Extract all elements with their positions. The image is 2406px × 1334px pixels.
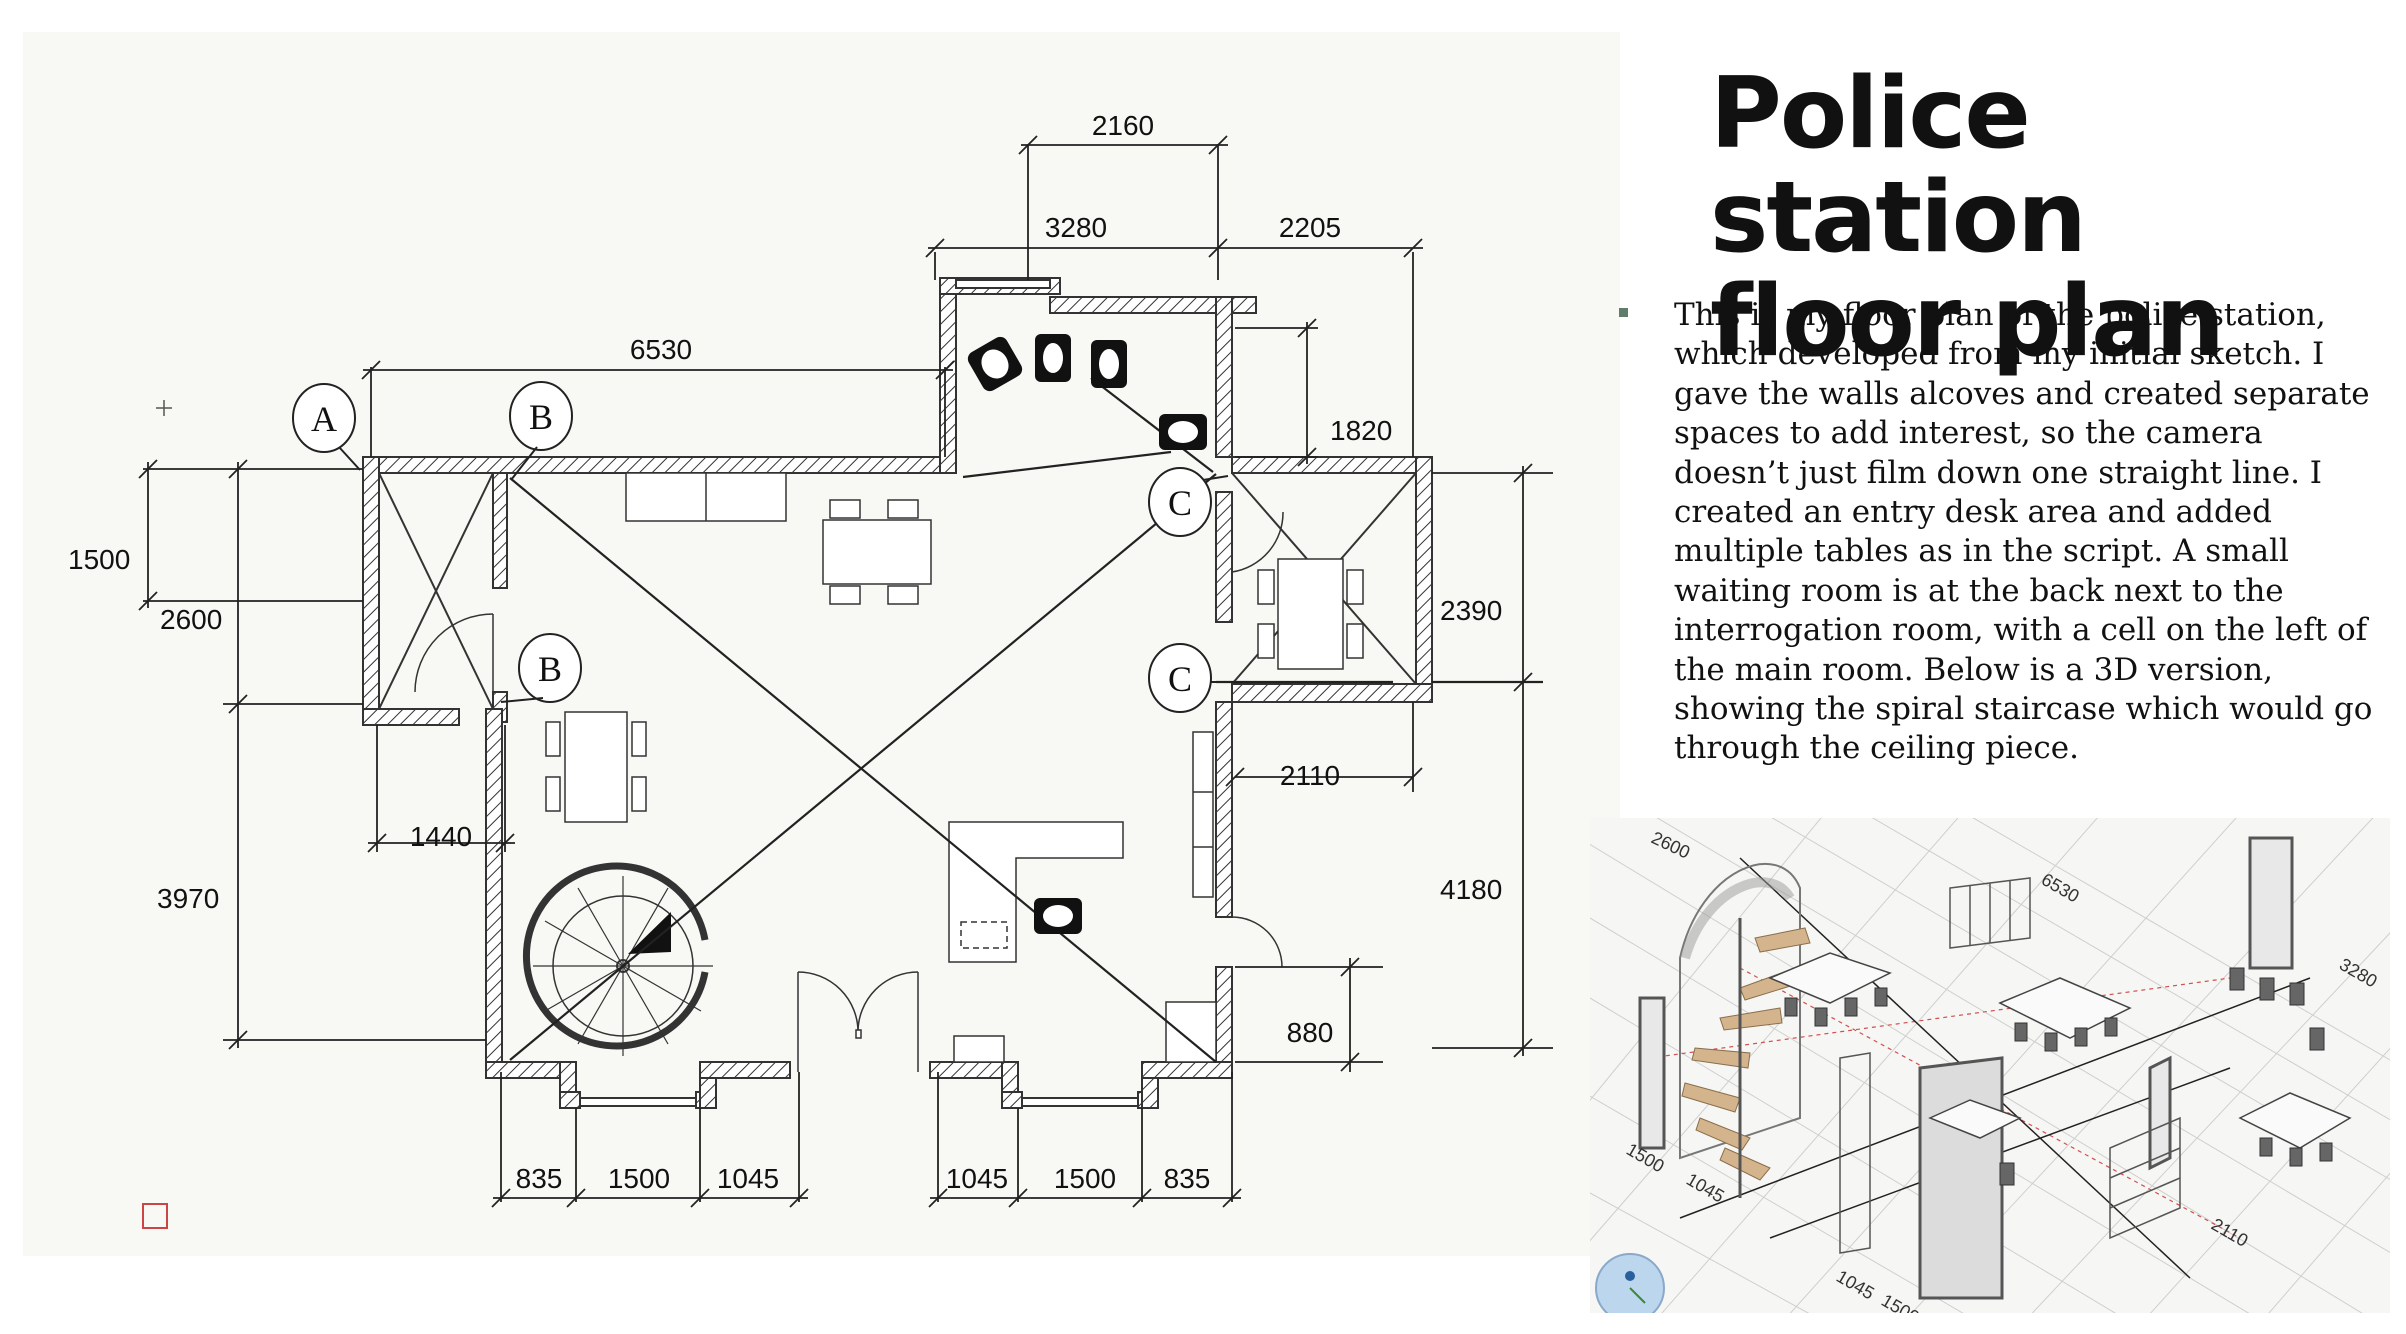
bullet-marker [1619, 308, 1628, 317]
render-tables [1768, 952, 2352, 1149]
title-line-2: floor plan [1710, 265, 2225, 379]
camera-icons [967, 334, 1207, 934]
floor-plan-panel: A B B C C [23, 32, 1620, 1256]
camera-icon [1091, 340, 1127, 388]
camera-icon [1034, 898, 1082, 934]
dim-1820: 1820 [1330, 415, 1392, 446]
camera-icon [1159, 414, 1207, 450]
dim-bottom-1045-left: 1045 [717, 1163, 779, 1194]
dim-bottom-835-left: 835 [516, 1163, 563, 1194]
slide-title: Police station floor plan [1710, 62, 2390, 374]
camera-label-c-top: C [1168, 483, 1192, 523]
dim-4180: 4180 [1440, 874, 1502, 905]
dim-bottom-835-right: 835 [1164, 1163, 1211, 1194]
render-shelves [1839, 877, 2181, 1254]
render-dim-2600: 2600 [1648, 827, 1693, 862]
dim-6530: 6530 [630, 334, 692, 365]
crosshair-marker [156, 400, 172, 416]
dim-2110: 2110 [1280, 760, 1340, 791]
dim-3280: 3280 [1045, 212, 1107, 243]
dim-3970: 3970 [157, 883, 219, 914]
render-dim-1500b: 1500 [1878, 1290, 1923, 1313]
dim-bottom-1045-right: 1045 [946, 1163, 1008, 1194]
dim-1500-left: 1500 [68, 544, 130, 575]
render-3d-drawing: 2600 6530 3280 1500 1045 1045 1500 2110 [1590, 818, 2390, 1313]
render-dim-2110: 2110 [2208, 1214, 2252, 1251]
furniture [545, 472, 1364, 1063]
spiral-staircase [522, 862, 713, 1056]
title-line-1: Police station [1710, 57, 2087, 275]
camera-icon [967, 336, 1023, 392]
camera-label-a: A [311, 399, 337, 439]
doors [414, 511, 1284, 1072]
render-frames [1638, 836, 2294, 1300]
dim-2205: 2205 [1279, 212, 1341, 243]
render-spiral-staircase [1679, 862, 1811, 1198]
windows [579, 279, 1139, 1107]
dim-2600: 2600 [160, 604, 222, 635]
render-dim-6530: 6530 [2038, 869, 2083, 906]
camera-position-labels [292, 381, 1229, 713]
description-text: This is my floor plan of the police stat… [1674, 297, 2373, 767]
dim-bottom-1500-right: 1500 [1054, 1163, 1116, 1194]
render-dim-3280: 3280 [2336, 954, 2381, 991]
dim-880: 880 [1287, 1017, 1334, 1048]
walls [362, 277, 1433, 1109]
camera-label-b-top: B [529, 397, 553, 437]
camera-label-c-mid: C [1168, 659, 1192, 699]
dim-2160: 2160 [1092, 110, 1154, 141]
dim-2390: 2390 [1440, 595, 1502, 626]
dim-1440: 1440 [410, 821, 472, 852]
corner-square-marker [142, 1203, 168, 1229]
view-gizmo-icon [1595, 1253, 1665, 1313]
camera-label-b-mid: B [538, 649, 562, 689]
camera-sight-lines [509, 377, 1543, 1063]
render-dim-1045b: 1045 [1833, 1266, 1878, 1303]
dashed-guides [1649, 967, 2241, 1239]
render-dim-1045: 1045 [1683, 1169, 1728, 1206]
render-3d-panel: 2600 6530 3280 1500 1045 1045 1500 2110 [1590, 818, 2390, 1313]
floor-plan-drawing: A B B C C [68, 110, 1553, 1229]
dim-bottom-1500-left: 1500 [608, 1163, 670, 1194]
dimension-lines [138, 135, 1553, 1208]
camera-icon [1035, 334, 1071, 382]
render-chairs [1784, 967, 2333, 1186]
